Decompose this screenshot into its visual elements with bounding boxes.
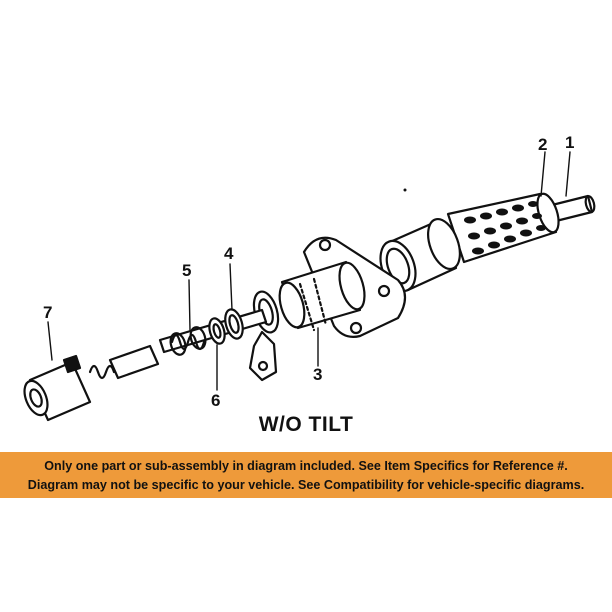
callout-2: 2 [538,135,548,154]
bracket [248,330,278,382]
diagram-caption: W/O TILT [258,413,354,436]
callout-1: 1 [565,133,575,152]
leader-lines [47,151,571,391]
spring [169,326,207,356]
shaft-coupling [23,344,160,422]
notice-line-2: Diagram may not be specific to your vehi… [27,478,585,492]
stray-dot [403,188,407,192]
notice-line-1: Only one part or sub-assembly in diagram… [44,459,568,473]
washer [208,317,226,345]
callout-3: 3 [313,365,323,384]
column-jacket [446,192,560,264]
callout-4: 4 [224,244,234,263]
callout-7: 7 [43,303,53,322]
notice-banner: Only one part or sub-assembly in diagram… [0,452,612,498]
bearing-sleeve [278,260,366,332]
callout-5: 5 [182,261,192,280]
callout-6: 6 [211,391,221,410]
snap-ring [224,308,244,340]
